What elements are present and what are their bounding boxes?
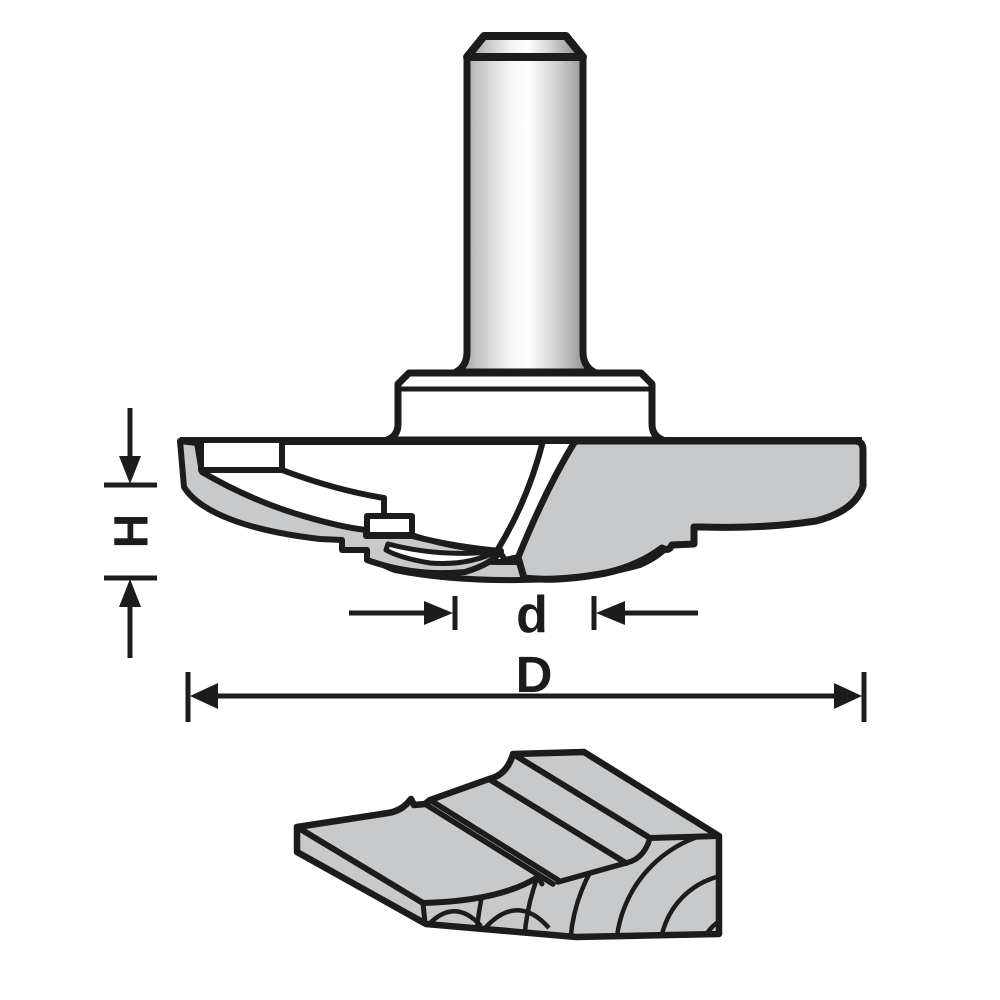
shank-body: [452, 53, 598, 376]
wood-block-outline: [293, 748, 723, 941]
dim-D-label: D: [516, 646, 553, 703]
wood-tongue-front-edge: [294, 824, 426, 906]
wood-growth-rings: [426, 836, 719, 937]
wood-field-edge-top: [510, 751, 653, 841]
dim-d-label: d: [516, 586, 548, 644]
wood-groove-line-2: [427, 797, 561, 883]
cutter-face-top-rect: [198, 443, 285, 473]
cutter-bottom-land: [383, 541, 501, 566]
dimension-height: H: [104, 408, 159, 658]
dim-d-right-arrowhead: [596, 601, 625, 625]
wood-field-edge-base: [486, 776, 629, 866]
dim-d-left-arrowhead: [424, 601, 453, 625]
wood-profile-sample: [293, 748, 723, 941]
wood-cove-front-edge: [420, 874, 541, 906]
shank: [452, 32, 598, 376]
cutter-head: [177, 437, 867, 584]
wood-endface-top-edge: [647, 833, 722, 841]
wood-groove-line-1: [422, 801, 556, 887]
cutter-face-bottom-curve: [411, 532, 501, 554]
dim-h-label: H: [106, 514, 159, 549]
dim-h-up-arrowhead: [119, 579, 141, 607]
collar: [383, 369, 667, 444]
dim-D-right-arrowhead: [834, 683, 862, 709]
collar-body: [383, 369, 667, 444]
shank-top-chamfer: [463, 32, 587, 61]
dimension-inner-diameter: d: [349, 586, 698, 644]
dim-h-down-arrowhead: [119, 456, 141, 484]
wood-tongue-end-edge: [420, 900, 428, 926]
wood-cove-end-curve: [623, 835, 653, 866]
cutter-right-wing: [514, 437, 867, 583]
cutter-quirk-step: [364, 513, 415, 538]
cutter-flute-gap: [495, 438, 578, 563]
cutter-face-profile-curve: [280, 467, 387, 516]
dim-D-left-arrowhead: [190, 683, 218, 709]
dimension-outer-diameter: D: [185, 646, 867, 722]
